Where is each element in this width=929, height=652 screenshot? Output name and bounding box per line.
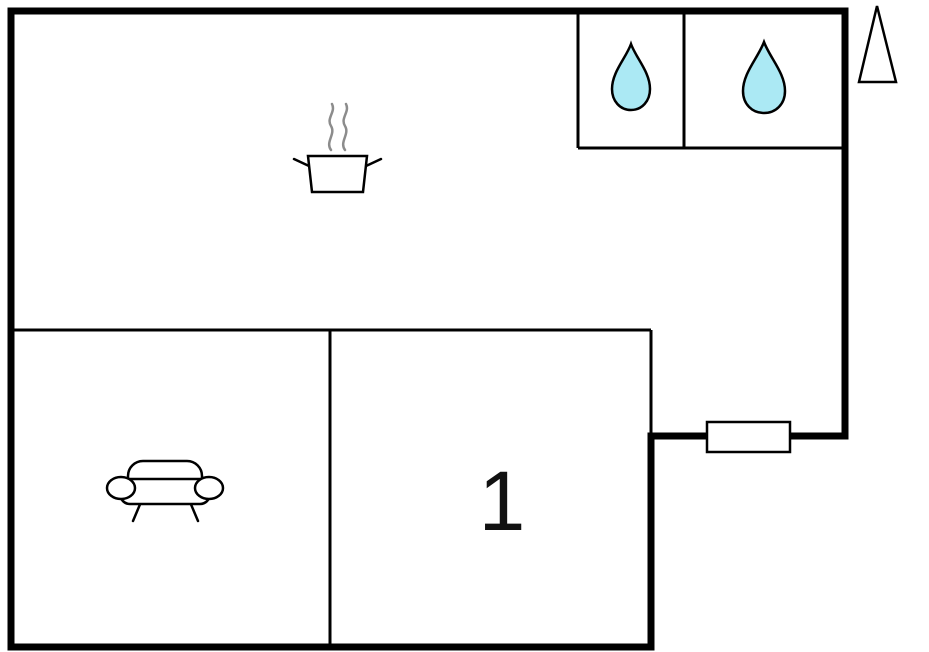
sofa-armrest-left [105,475,137,501]
sofa-icon [105,459,225,523]
window-marker-icon [705,420,792,454]
bathroom-walls [576,11,845,150]
interior-walls [11,328,653,647]
pot-handle-right [364,157,383,168]
pot-body [306,154,369,194]
cooking-pot-icon [292,102,383,194]
bedroom-label: 1 [479,454,526,548]
water-drop-icon [741,38,787,115]
north-arrow-icon [857,5,898,84]
sofa-armrest-right [193,475,225,501]
steam-line [341,102,349,152]
water-drop-icon [610,40,652,112]
steam-line [327,102,335,152]
pot-handle-left [292,157,311,168]
